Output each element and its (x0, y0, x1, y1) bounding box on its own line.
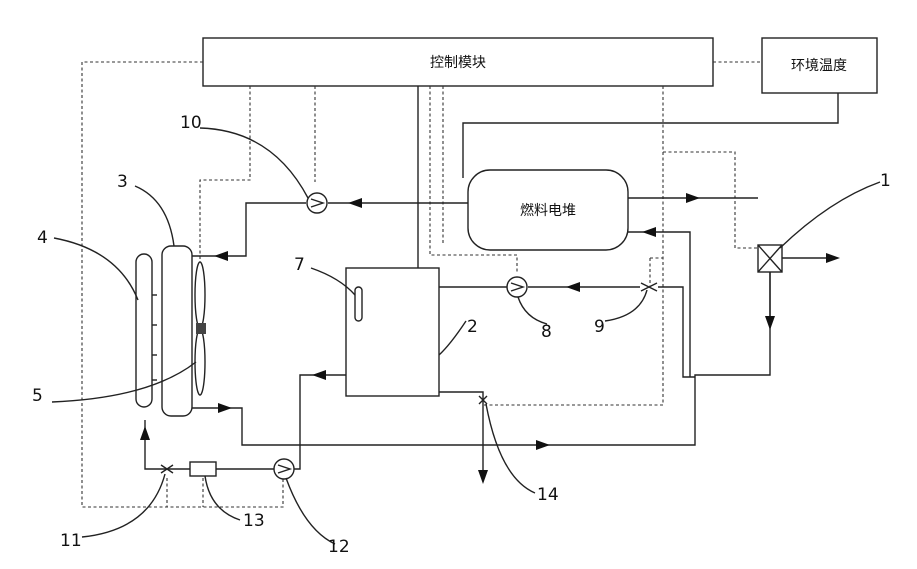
signal-line-valve-1 (663, 152, 757, 248)
arrow-into-component-4 (140, 426, 150, 440)
ambient-signal-line (463, 93, 838, 178)
callout-2: 2 (467, 317, 478, 337)
pump-12-outlet (294, 445, 300, 469)
valve-9 (641, 283, 657, 291)
control-module-label: 控制模块 (430, 55, 486, 71)
ambient-temperature-label: 环境温度 (791, 58, 847, 74)
radiator-to-tank-line (192, 375, 346, 445)
stack-return-line (628, 232, 690, 377)
callout-3: 3 (117, 172, 128, 192)
radiator-3 (162, 246, 192, 416)
leader-3 (135, 186, 174, 246)
component-4-ticks (152, 295, 157, 380)
arrow-into-radiator (214, 251, 228, 261)
arrow-stack-outlet (348, 198, 362, 208)
leader-13 (205, 476, 240, 520)
arrow-to-pump-8 (566, 282, 580, 292)
arrow-bottom-return (536, 440, 550, 450)
callout-4: 4 (37, 228, 48, 248)
valve-1 (758, 245, 782, 272)
fan-5 (195, 262, 206, 395)
signal-line-fan (200, 86, 250, 260)
callout-8: 8 (541, 322, 552, 342)
arrow-stack-return (642, 227, 656, 237)
leader-8 (518, 297, 547, 324)
callout-5: 5 (32, 386, 43, 406)
arrow-to-valve-1 (686, 193, 700, 203)
heater-7 (355, 287, 362, 321)
callout-1: 1 (880, 171, 891, 191)
callout-14: 14 (537, 485, 559, 505)
arrow-drain (478, 470, 488, 484)
leader-2 (439, 321, 466, 355)
leader-11 (82, 474, 165, 537)
component-13 (190, 462, 216, 476)
arrow-valve-1-down (765, 316, 775, 330)
tank-drain-line (439, 392, 483, 480)
pump-10-to-radiator-line (192, 203, 306, 256)
leader-14 (486, 404, 535, 493)
leader-9 (605, 290, 647, 321)
callout-11: 11 (60, 531, 82, 551)
arrow-into-tank (312, 370, 326, 380)
callout-9: 9 (594, 317, 605, 337)
callout-7: 7 (294, 255, 305, 275)
leader-4 (54, 238, 138, 300)
arrow-exhaust (826, 253, 840, 263)
callout-13: 13 (243, 511, 265, 531)
component-4 (136, 254, 152, 407)
leader-12 (286, 478, 335, 544)
leader-10 (200, 128, 308, 198)
callout-12: 12 (328, 537, 350, 557)
callout-10: 10 (180, 113, 202, 133)
component-4-to-valve-11 (145, 420, 190, 469)
leader-1 (780, 182, 880, 248)
fuel-cell-label: 燃料电堆 (520, 202, 576, 219)
arrow-radiator-out (218, 403, 232, 413)
